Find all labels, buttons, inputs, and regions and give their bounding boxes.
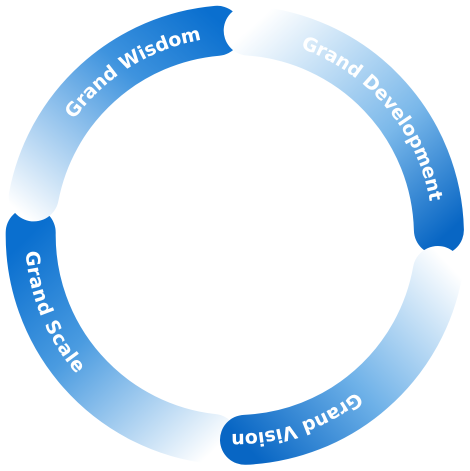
segment-arc-scale: [5, 207, 239, 464]
segment-arc-development: [223, 5, 464, 255]
segment-arc-vision: [220, 246, 463, 465]
segment-arc-wisdom: [8, 5, 243, 222]
